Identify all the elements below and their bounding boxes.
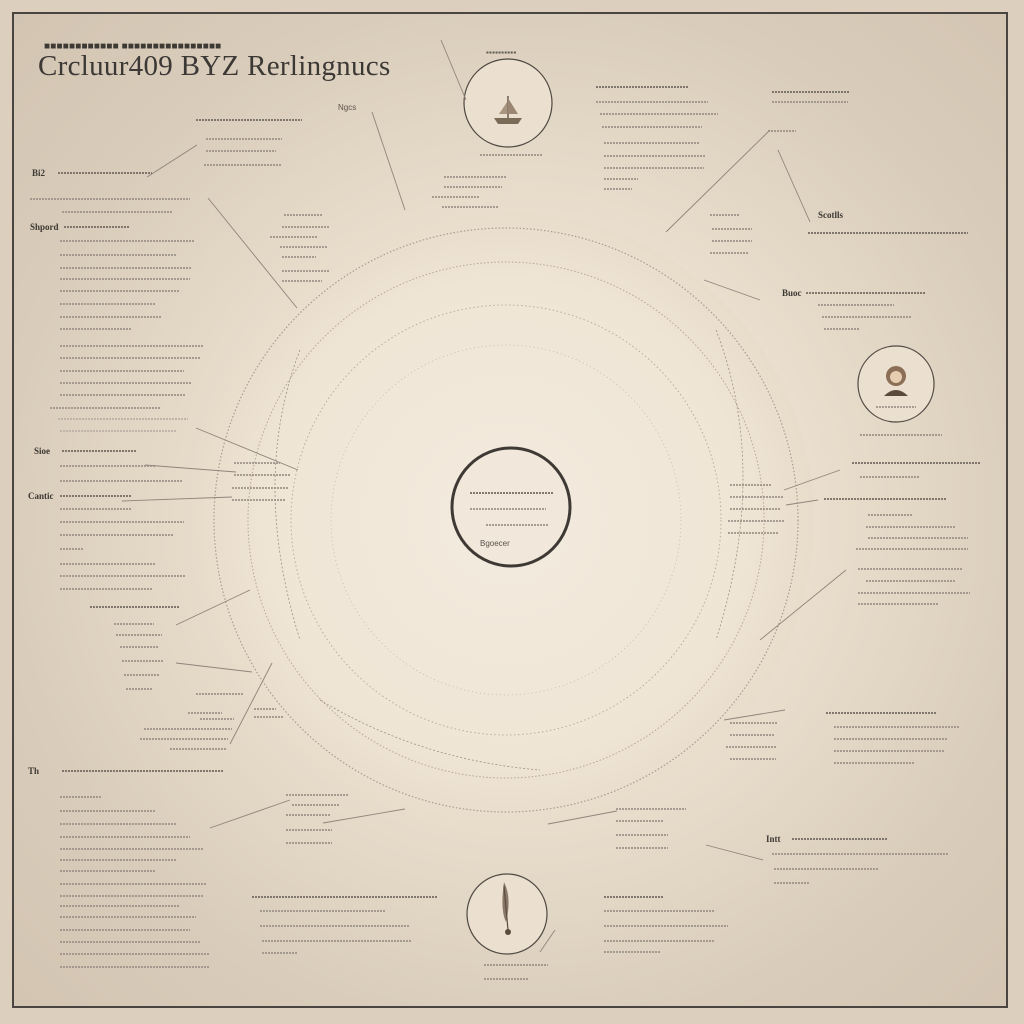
top-small-label: Ngcs <box>338 103 357 112</box>
diagram-title: Crcluur409 BYZ Rerlingnucs <box>38 50 391 82</box>
sailing-ship-icon <box>494 96 522 124</box>
bottom-right-header: Intt <box>766 834 781 844</box>
title-kicker: ■■■■■■■■■■■■ ■■■■■■■■■■■■■■■■ <box>44 41 222 52</box>
left-header-3: Sioe <box>34 446 51 456</box>
left-header-5: Th <box>28 766 40 776</box>
ring-3 <box>290 304 722 736</box>
center-circle <box>450 446 572 568</box>
outer-ring <box>213 227 799 813</box>
left-header-1: Bi2 <box>32 168 46 178</box>
right-header-1: Scotlls <box>818 210 844 220</box>
quill-pen-icon <box>502 882 511 935</box>
top-emblem-label: ▪▪▪▪▪▪▪▪▪▪ <box>486 48 517 57</box>
center-label: Bgoecer <box>480 539 510 548</box>
left-header-4: Cantic <box>28 491 54 501</box>
left-header-2: Shpord <box>30 222 59 232</box>
right-header-2: Buoc <box>782 288 802 298</box>
person-portrait-icon <box>884 366 908 396</box>
leader-lines <box>121 39 847 953</box>
ring-4 <box>330 344 682 696</box>
